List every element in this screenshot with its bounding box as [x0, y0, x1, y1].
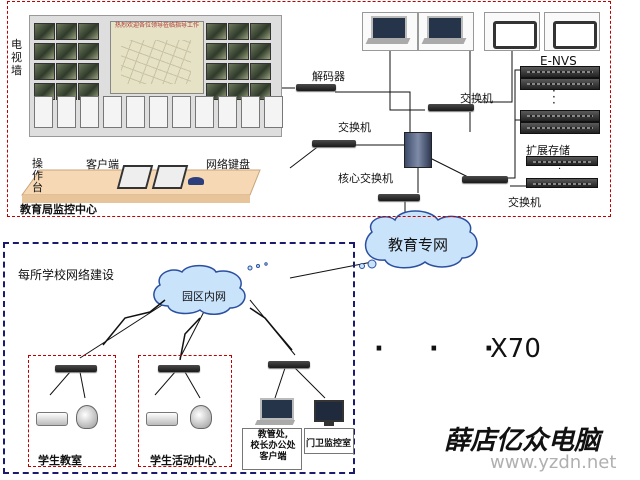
laptop-icon — [418, 12, 474, 51]
switch-mid-label: 交换机 — [338, 121, 371, 134]
switch-edu-uplink — [378, 194, 420, 201]
expand-storage-label: 扩展存储 — [526, 144, 570, 157]
switch-top-label: 交换机 — [460, 92, 493, 105]
tv-wall: 热烈欢迎各位领导莅临指导工作 — [29, 15, 283, 137]
storage-ellipsis: · — [558, 164, 562, 175]
switch-mid — [312, 140, 356, 147]
dome-camera-icon — [190, 405, 212, 429]
classroom-switch-icon — [55, 365, 97, 372]
tv-wall-right-screens — [206, 23, 271, 100]
e-nvs-server-icon — [520, 66, 600, 78]
office-switch-icon — [268, 361, 310, 368]
gate-room-label: 门卫监控室 — [306, 439, 352, 449]
tv-wall-bottom-panels — [34, 96, 283, 128]
camera-icon — [36, 412, 68, 426]
e-nvs-server-icon — [520, 122, 600, 134]
laptop-icon — [254, 398, 296, 428]
core-switch-label: 核心交换机 — [338, 172, 393, 185]
tv-wall-left-screens — [34, 23, 99, 100]
watermark-url: www.yzdn.net — [490, 452, 617, 473]
edu-network-cloud — [364, 210, 478, 269]
school-network-boundary — [3, 242, 355, 474]
decoder-device — [296, 84, 336, 91]
activity-switch-icon — [158, 365, 200, 372]
classroom-group — [28, 355, 116, 467]
center-title: 教育局监控中心 — [20, 203, 97, 216]
camera-icon — [146, 412, 178, 426]
core-switch-icon — [404, 132, 432, 168]
client-pc-icon — [151, 165, 189, 189]
office-client-box — [242, 428, 302, 470]
gate-room-box — [304, 428, 354, 454]
school-title: 每所学校网络建设 — [18, 268, 115, 282]
dome-camera-icon — [76, 405, 98, 429]
classroom-label: 学生教室 — [38, 454, 82, 467]
repeat-dots: · · · — [374, 334, 512, 364]
campus-network-cloud — [153, 264, 246, 315]
laptop-icon — [362, 12, 418, 51]
activity-center-label: 学生活动中心 — [150, 454, 216, 467]
client-pc-icon — [116, 165, 154, 189]
map-screen: 热烈欢迎各位领导莅临指导工作 — [110, 21, 204, 94]
client-label: 客户端 — [86, 158, 119, 171]
switch-top — [428, 104, 474, 111]
switch-right — [462, 176, 508, 183]
office-client-label: 教管处, 校长办公处 客户端 — [250, 430, 296, 462]
monitor-icon — [314, 400, 344, 428]
switch-right-label: 交换机 — [508, 196, 541, 209]
e-nvs-server-icon — [520, 78, 600, 90]
activity-center-group — [138, 355, 232, 467]
monitor-icon — [544, 12, 600, 51]
monitor-icon — [484, 12, 540, 51]
network-keyboard-label: 网络键盘 — [206, 158, 250, 171]
e-nvs-ellipsis: ··· — [552, 84, 556, 110]
console-label: 操作台 — [32, 157, 43, 194]
e-nvs-server-icon — [520, 110, 600, 122]
x70-label: X70 — [490, 334, 541, 364]
tv-wall-label: 电视墙 — [11, 38, 22, 77]
monitoring-center-boundary — [7, 1, 611, 217]
edu-network-label: 教育专网 — [388, 236, 449, 254]
campus-network-label: 园区内网 — [182, 290, 226, 303]
map-title: 热烈欢迎各位领导莅临指导工作 — [114, 22, 199, 29]
watermark-logo: 薛店亿众电脑 — [444, 426, 601, 456]
storage-server-icon — [526, 156, 598, 166]
storage-server-icon — [526, 178, 598, 188]
e-nvs-label: E-NVS — [540, 54, 577, 68]
keyboard-icon — [188, 177, 204, 185]
decoder-label: 解码器 — [312, 70, 345, 83]
